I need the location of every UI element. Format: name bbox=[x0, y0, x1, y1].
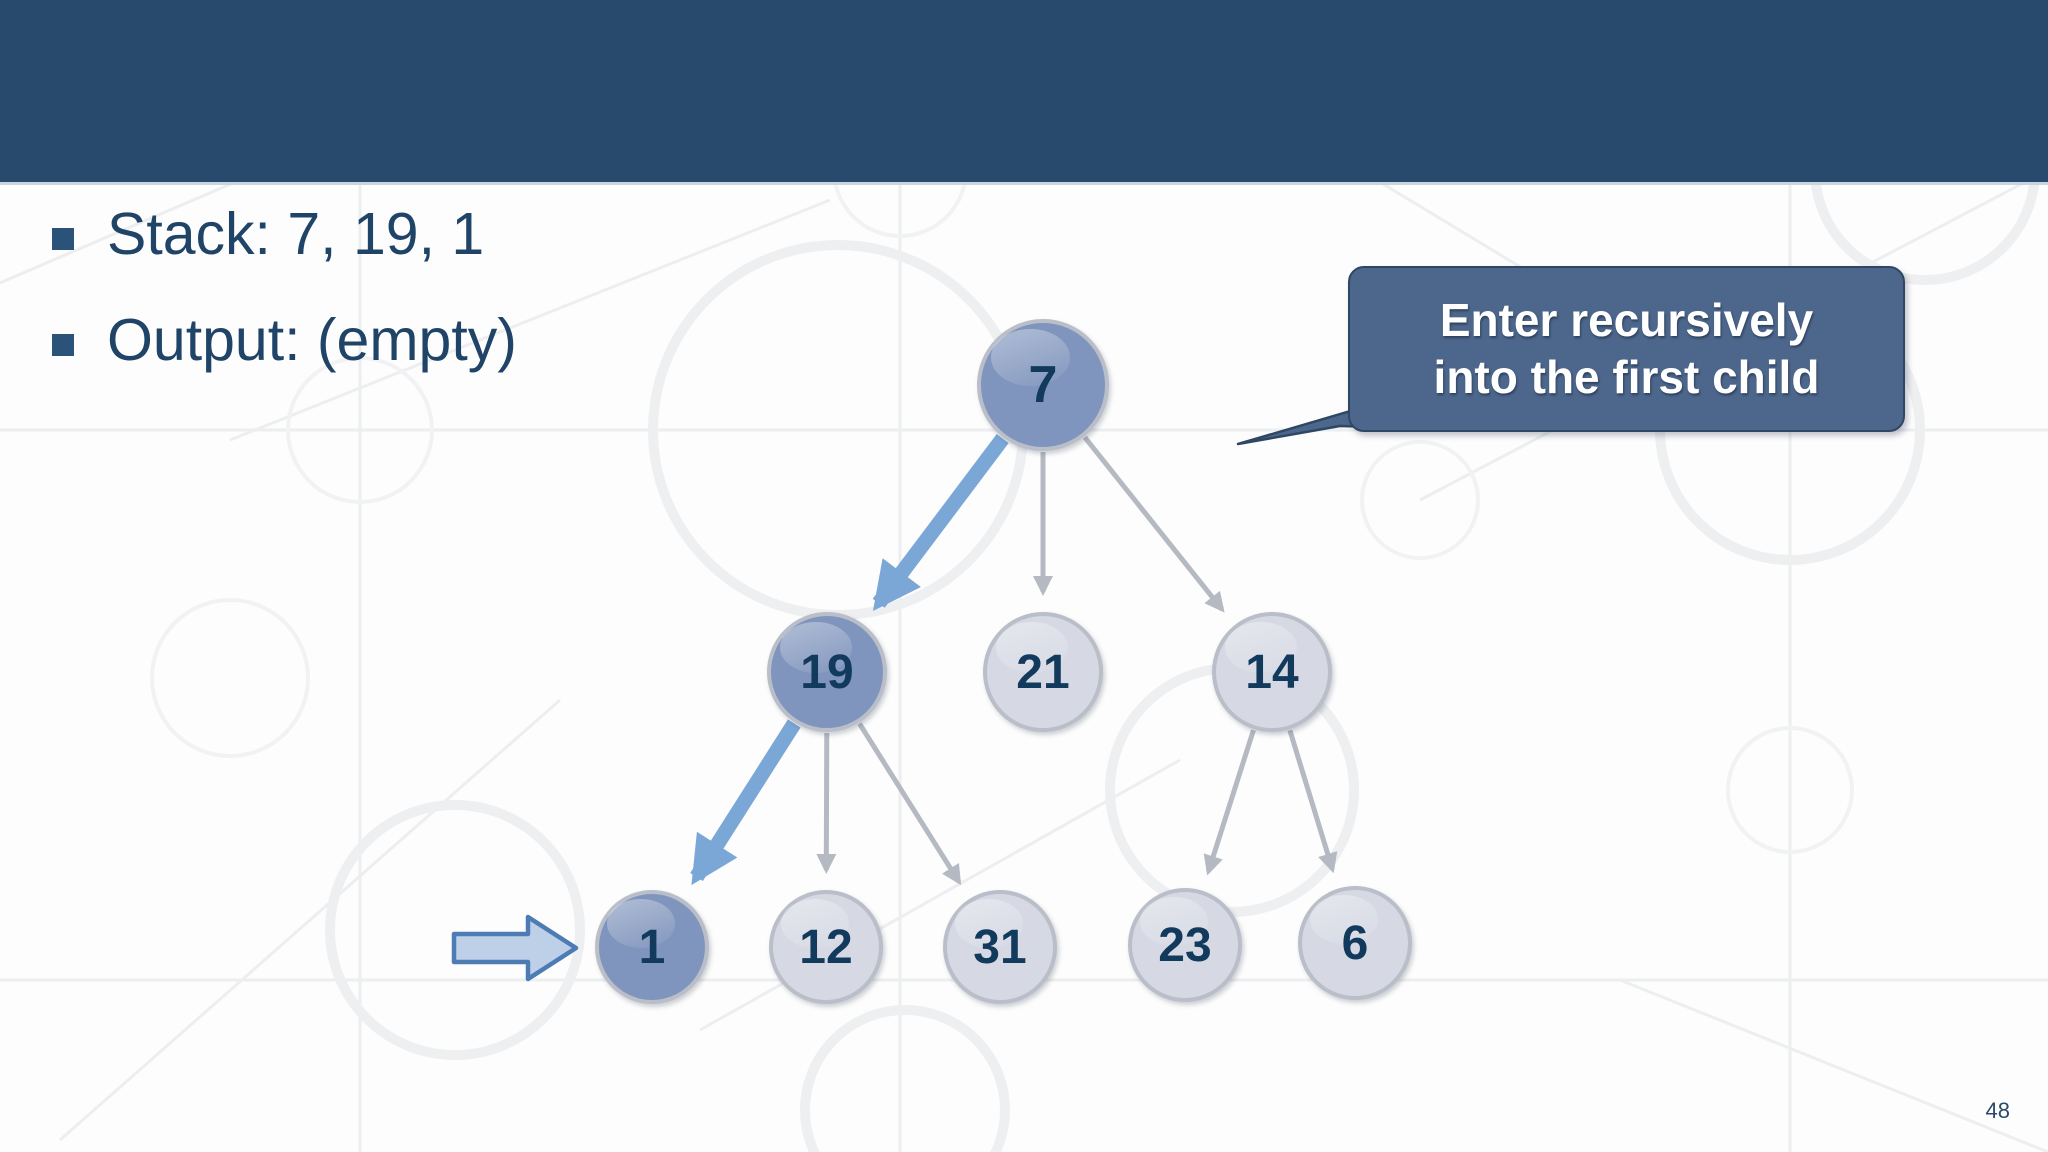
tree-node-23[interactable]: 23 bbox=[1128, 888, 1242, 1002]
tree-node-31[interactable]: 31 bbox=[943, 890, 1057, 1004]
tree-edge-14-to-23 bbox=[1203, 729, 1256, 876]
tree-edge-7-to-14 bbox=[1082, 435, 1225, 613]
tree-node-21[interactable]: 21 bbox=[983, 612, 1103, 732]
bullet-list: Stack: 7, 19, 1 Output: (empty) bbox=[52, 200, 517, 411]
tree-edge-19-to-1 bbox=[690, 719, 801, 886]
tree-node-12[interactable]: 12 bbox=[769, 890, 883, 1004]
header-underline bbox=[0, 182, 2048, 185]
tree-node-label: 1 bbox=[638, 920, 666, 974]
list-item: Output: (empty) bbox=[52, 306, 517, 376]
callout-line-2: into the first child bbox=[1433, 351, 1820, 403]
right-arrow-indicator-icon bbox=[451, 914, 579, 982]
tree-edge-19-to-31 bbox=[857, 722, 962, 886]
tree-node-19[interactable]: 19 bbox=[767, 612, 887, 732]
tree-node-1[interactable]: 1 bbox=[595, 890, 709, 1004]
tree-node-label: 21 bbox=[1016, 645, 1070, 699]
tree-edge-7-to-19 bbox=[872, 434, 1009, 611]
tree-node-label: 7 bbox=[1028, 356, 1058, 414]
bullet-text-output: Output: (empty) bbox=[107, 306, 517, 373]
tree-node-label: 23 bbox=[1158, 918, 1212, 972]
tree-node-14[interactable]: 14 bbox=[1212, 612, 1332, 732]
tree-node-label: 12 bbox=[799, 920, 853, 974]
callout-line-1: Enter recursively bbox=[1439, 293, 1814, 346]
tree-node-label: 14 bbox=[1245, 645, 1299, 699]
tree-edge-14-to-6 bbox=[1287, 729, 1338, 874]
bullet-square-icon bbox=[52, 228, 74, 250]
header-bar bbox=[0, 0, 2048, 182]
tree-node-label: 19 bbox=[800, 645, 854, 699]
tree-node-label: 31 bbox=[973, 920, 1027, 974]
bullet-square-icon bbox=[52, 333, 74, 356]
tree-node-label: 6 bbox=[1341, 916, 1369, 970]
tree-node-6[interactable]: 6 bbox=[1298, 886, 1412, 1000]
list-item: Stack: 7, 19, 1 bbox=[52, 200, 517, 270]
callout-box: Enter recursively into the first child bbox=[1348, 266, 1905, 432]
bullet-text-stack: Stack: 7, 19, 1 bbox=[107, 201, 485, 267]
page-number: 48 bbox=[1985, 1098, 2010, 1123]
tree-node-7[interactable]: 7 bbox=[977, 319, 1109, 451]
